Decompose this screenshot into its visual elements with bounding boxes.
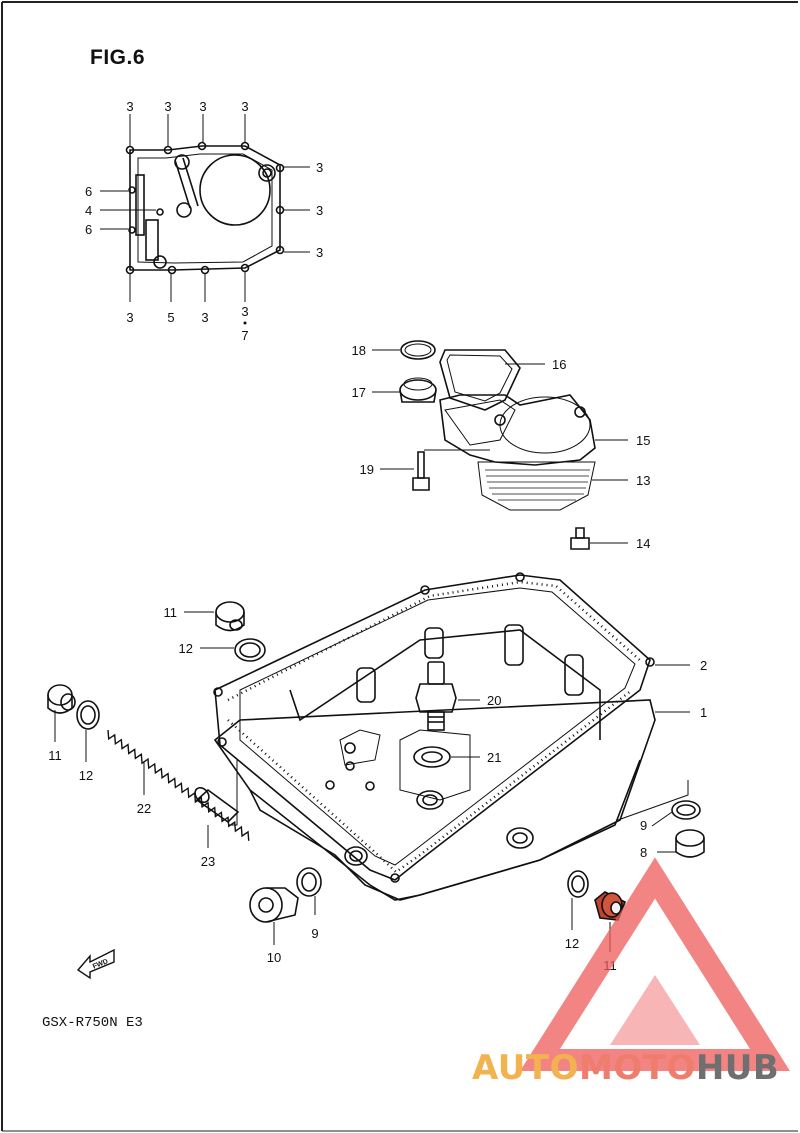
callout-3-right-1: 3	[316, 160, 323, 175]
callout-3-bottom-1: 3	[126, 310, 133, 325]
callout-2: 2	[700, 658, 707, 673]
washer-12-lower	[567, 870, 589, 898]
washer-12-left	[76, 700, 100, 730]
watermark-part-moto: MOTO	[578, 1048, 696, 1088]
plug-11-upper	[215, 601, 245, 632]
callout-3-top-2: 3	[164, 99, 171, 114]
oil-pressure-switch	[415, 661, 457, 731]
callout-6-upper: 6	[85, 184, 92, 199]
callout-23: 23	[201, 854, 215, 869]
watermark-part-auto: AUTO	[472, 1048, 579, 1088]
callout-3-right-3: 3	[316, 245, 323, 260]
callout-8: 8	[640, 845, 647, 860]
callout-14: 14	[636, 536, 650, 551]
callout-12-upper: 12	[179, 641, 193, 656]
drain-plug-10	[249, 887, 299, 923]
oil-pan-gasket	[213, 572, 655, 883]
callout-17: 17	[352, 385, 366, 400]
callout-22: 22	[137, 801, 151, 816]
callout-7: 7	[241, 328, 248, 343]
callout-11-upper: 11	[164, 605, 178, 620]
callout-3-top-4: 3	[241, 99, 248, 114]
washer-9-right	[671, 800, 701, 820]
callout-5: 5	[167, 310, 174, 325]
oil-pan-body	[213, 624, 656, 901]
relief-piston	[194, 786, 240, 824]
callout-11-left: 11	[48, 748, 62, 763]
callout-3-top-1: 3	[126, 99, 133, 114]
callout-4: 4	[85, 203, 92, 218]
forward-arrow-icon: FWD	[76, 948, 115, 980]
callout-3-right-2: 3	[316, 203, 323, 218]
model-code: GSX-R750N E3	[42, 1015, 143, 1031]
callout-9-right: 9	[640, 818, 647, 833]
callout-9-lower: 9	[311, 926, 318, 941]
cover-gasket	[125, 141, 285, 275]
callout-3-top-3: 3	[199, 99, 206, 114]
plug-11-left	[47, 684, 76, 714]
watermark-text: AUTOMOTOHUB	[472, 1048, 779, 1088]
callout-3-bottom-3: 3	[241, 304, 248, 319]
figure-title: FIG.6	[90, 46, 146, 69]
plug-11-lower-highlighted	[594, 891, 627, 921]
plug-8	[675, 829, 705, 858]
callout-16: 16	[552, 357, 566, 372]
relief-spring	[107, 729, 250, 841]
callout-18: 18	[352, 343, 366, 358]
oil-strainer-assembly	[399, 340, 596, 550]
washer-9-lower	[296, 867, 322, 897]
callout-3-bottom-2: 3	[201, 310, 208, 325]
callout-1: 1	[700, 705, 707, 720]
watermark-logo-icon	[520, 857, 790, 1071]
watermark-part-hub: HUB	[695, 1048, 780, 1088]
callout-12-lower: 12	[565, 936, 579, 951]
callout-6-lower: 6	[85, 222, 92, 237]
washer-12-upper	[234, 638, 266, 662]
callout-19: 19	[360, 462, 374, 477]
callout-12-left: 12	[79, 768, 93, 783]
callout-20: 20	[487, 693, 501, 708]
pressure-switch-washer	[413, 746, 451, 768]
callout-10: 10	[267, 950, 281, 965]
callout-21: 21	[487, 750, 501, 765]
callout-15: 15	[636, 433, 650, 448]
callout-13: 13	[636, 473, 650, 488]
